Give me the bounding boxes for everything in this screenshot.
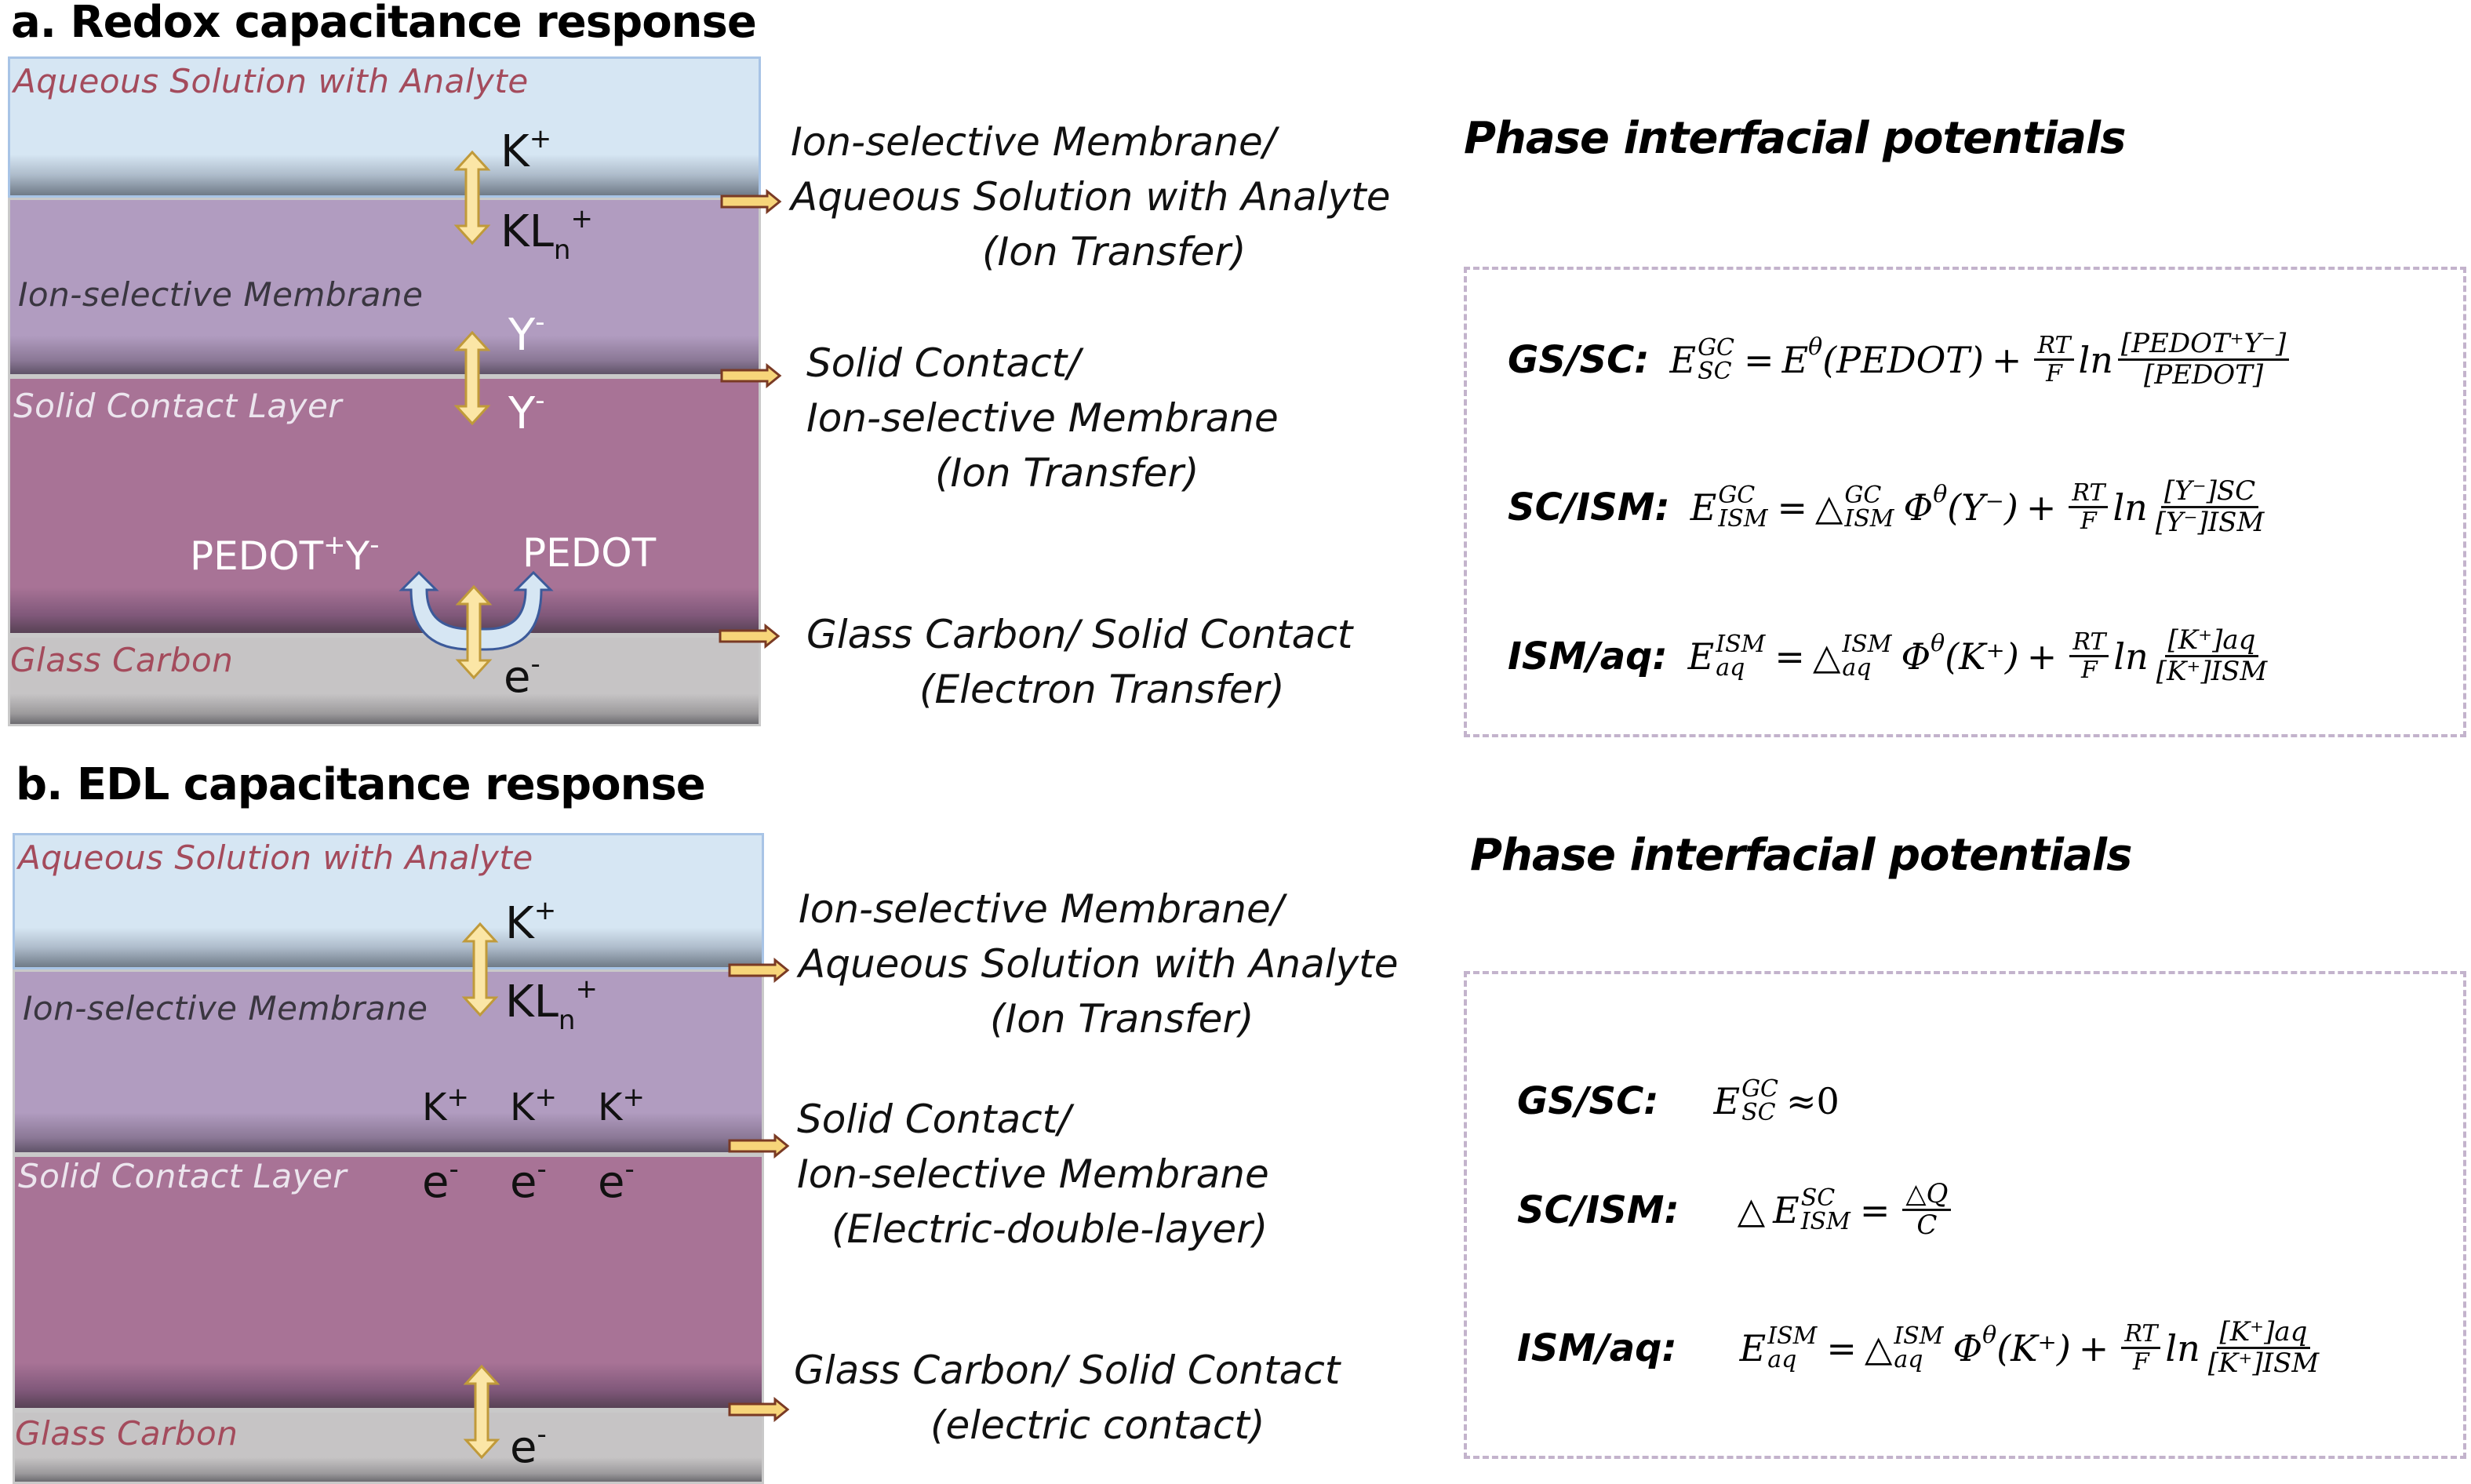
ism-layer: Ion-selective Membrane	[13, 969, 764, 1155]
pedot-neutral: PEDOT	[522, 530, 657, 576]
pointer-arrow-icon	[728, 957, 790, 984]
ism-layer-label: Ion-selective Membrane	[23, 989, 428, 1028]
y-minus-ion-ism: Y-	[508, 307, 545, 361]
gc-layer-label: Glass Carbon	[10, 641, 234, 679]
edl-electron: e-	[422, 1154, 459, 1208]
aqueous-layer-label: Aqueous Solution with Analyte	[18, 838, 533, 877]
gc-layer: Glass Carbon	[8, 635, 761, 726]
redox-curved-arrow-icon	[398, 570, 554, 651]
pointer-arrow-icon	[728, 1396, 790, 1423]
interface-label-ism-aq: Ion-selective Membrane/ Aqueous Solution…	[791, 119, 1391, 275]
panel-b-layer-stack: Aqueous Solution with Analyte Ion-select…	[13, 833, 764, 1484]
kln-plus-complex: KLn+	[505, 973, 598, 1036]
interface-label-sc-ism: Solid Contact/ Ion-selective Membrane (E…	[797, 1097, 1269, 1252]
aqueous-layer-label: Aqueous Solution with Analyte	[13, 62, 529, 100]
pointer-arrow-icon	[720, 188, 782, 215]
panel-a-title: a. Redox capacitance response	[11, 0, 757, 48]
pointer-arrow-icon	[728, 1133, 790, 1159]
interface-label-ism-aq: Ion-selective Membrane/ Aqueous Solution…	[799, 886, 1399, 1042]
equation-box-a	[1464, 267, 2466, 737]
gc-layer-label: Glass Carbon	[15, 1414, 238, 1453]
edl-cation: K+	[598, 1082, 645, 1129]
edl-electron: e-	[598, 1154, 635, 1208]
ism-layer: Ion-selective Membrane	[8, 198, 761, 376]
pointer-arrow-icon	[720, 362, 782, 389]
electron-transfer-arrow-icon	[455, 584, 493, 680]
sc-layer: Solid Contact Layer	[13, 1155, 764, 1410]
y-transfer-arrow-icon	[453, 330, 491, 426]
gc-layer: Glass Carbon	[13, 1410, 764, 1484]
k-plus-ion: K+	[505, 895, 557, 949]
interface-label-gc-sc: Glass Carbon/ Solid Contact (electric co…	[794, 1348, 1341, 1448]
aqueous-layer: Aqueous Solution with Analyte	[8, 56, 761, 198]
edl-cation: K+	[422, 1082, 469, 1129]
aqueous-layer: Aqueous Solution with Analyte	[13, 833, 764, 969]
potentials-title-a: Phase interfacial potentials	[1464, 113, 2126, 164]
y-minus-ion-sc: Y-	[508, 385, 545, 439]
electron: e-	[510, 1419, 547, 1473]
ion-exchange-arrow-icon	[453, 150, 491, 246]
equation-box-b	[1464, 971, 2466, 1459]
edl-cation: K+	[510, 1082, 557, 1129]
interface-label-sc-ism: Solid Contact/ Ion-selective Membrane (I…	[806, 340, 1279, 496]
sc-layer-label: Solid Contact Layer	[18, 1157, 348, 1195]
pointer-arrow-icon	[719, 623, 781, 649]
k-plus-ion: K+	[500, 123, 552, 177]
panel-b-title: b. EDL capacitance response	[16, 759, 706, 810]
electron: e-	[504, 649, 540, 703]
sc-layer-label: Solid Contact Layer	[13, 387, 343, 425]
ion-exchange-arrow-icon	[461, 922, 499, 1017]
electron-contact-arrow-icon	[463, 1364, 500, 1460]
ism-layer-label: Ion-selective Membrane	[18, 275, 424, 314]
pedot-plus-y-minus: PEDOT+Y-	[190, 529, 380, 579]
sc-layer: Solid Contact Layer	[8, 376, 761, 635]
potentials-title-b: Phase interfacial potentials	[1470, 830, 2132, 881]
kln-plus-complex: KLn+	[500, 203, 593, 266]
edl-electron: e-	[510, 1154, 547, 1208]
panel-a-layer-stack: Aqueous Solution with Analyte Ion-select…	[8, 56, 761, 726]
interface-label-gc-sc: Glass Carbon/ Solid Contact (Electron Tr…	[806, 612, 1353, 712]
